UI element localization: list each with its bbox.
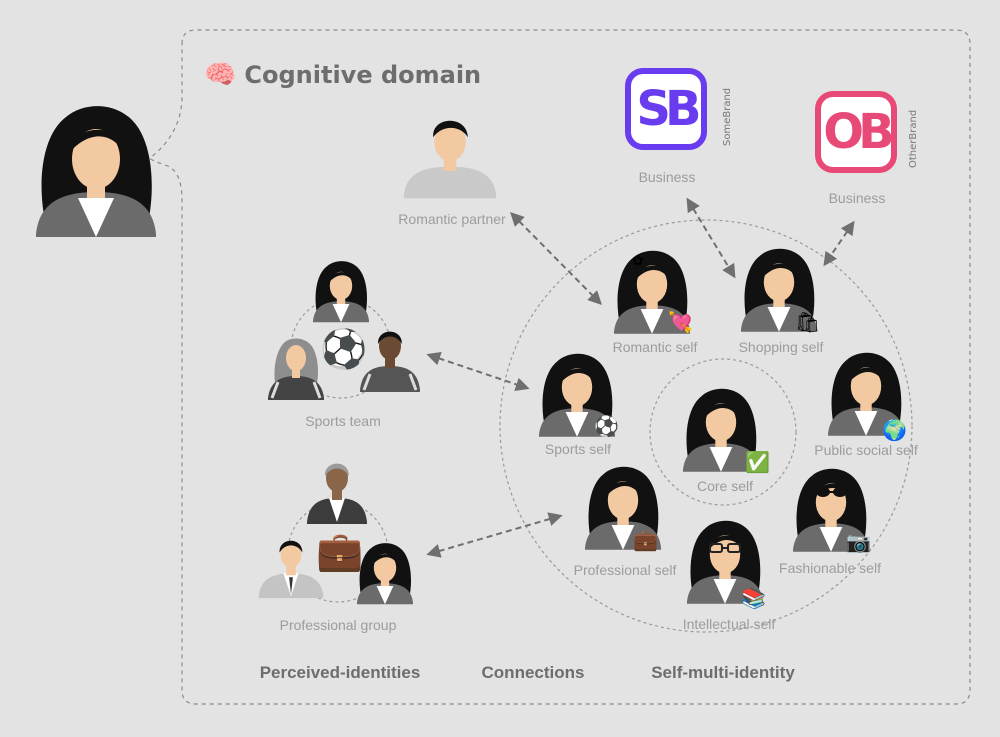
business-label-ob: Business [828, 190, 886, 206]
arrow-team-sports [426, 351, 530, 392]
small-soccer-ball-icon: ⚽ [594, 414, 619, 438]
self-multi-identity-circle [499, 219, 913, 633]
soccer-ball-icon: ⚽ [320, 327, 368, 371]
core-self-label: Core self [696, 478, 754, 494]
intellectual-self-label: Intellectual self [682, 616, 776, 632]
professional-group-oldman-avatar [307, 463, 367, 524]
somebrand-logo-text: SB [636, 81, 701, 137]
cognitive-domain-title: 🧠 Cognitive domain [204, 60, 481, 90]
title-text: Cognitive domain [244, 61, 482, 89]
professional-self-label: Professional self [573, 562, 677, 578]
romantic-partner-label: Romantic partner [398, 211, 506, 227]
sports-team-label: Sports team [305, 413, 381, 429]
small-briefcase-icon: 💼 [633, 528, 658, 552]
hair-flower-icon: ✿ [632, 253, 644, 269]
globe-icon: 🌍 [882, 418, 907, 442]
main-person-avatar [36, 106, 156, 237]
somebrand-logo: SB [625, 68, 707, 150]
otherbrand-logo: OB [815, 91, 897, 173]
public-social-self-label: Public social self [814, 442, 918, 458]
camera-icon: 📷 [846, 530, 871, 554]
otherbrand-logo-text: OB [823, 104, 894, 160]
sunglasses-icon [816, 487, 847, 497]
arrow-partner-romantic [510, 212, 602, 305]
briefcase-icon: 💼 [316, 529, 364, 573]
self-multi-identity-label: Self-multi-identity [651, 663, 795, 682]
sports-team-woman-avatar [313, 261, 369, 323]
shopping-bags-icon: 🛍 [795, 310, 821, 334]
perceived-identities-label: Perceived-identities [259, 663, 421, 682]
otherbrand-side-text: OtherBrand [908, 109, 919, 168]
brain-icon: 🧠 [204, 60, 237, 90]
professional-group-woman-avatar [357, 543, 413, 605]
connections-label: Connections [481, 663, 585, 682]
check-mark-icon: ✅ [745, 450, 770, 474]
professional-group-man-avatar [258, 540, 324, 599]
professional-group-label: Professional group [279, 617, 397, 633]
arrow-ob-shopping [823, 220, 855, 267]
core-self-circle [649, 358, 797, 506]
sports-self-label: Sports self [544, 441, 612, 457]
romantic-partner-avatar [403, 120, 497, 199]
glasses-icon [709, 543, 741, 553]
books-icon: 📚 [741, 586, 766, 610]
cognitive-domain-frame [149, 29, 971, 705]
business-label-sb: Business [638, 169, 696, 185]
somebrand-side-text: SomeBrand [722, 87, 733, 146]
romantic-self-label: Romantic self [612, 339, 698, 355]
arrow-sb-shopping [686, 197, 736, 279]
fashionable-self-label: Fashionable self [779, 560, 881, 576]
sports-team-man-avatar [358, 330, 422, 394]
arrow-group-professional [426, 512, 563, 558]
shopping-self-label: Shopping self [738, 339, 824, 355]
heart-icon: 💘 [668, 310, 693, 334]
sports-team-greywoman-avatar [266, 336, 326, 402]
